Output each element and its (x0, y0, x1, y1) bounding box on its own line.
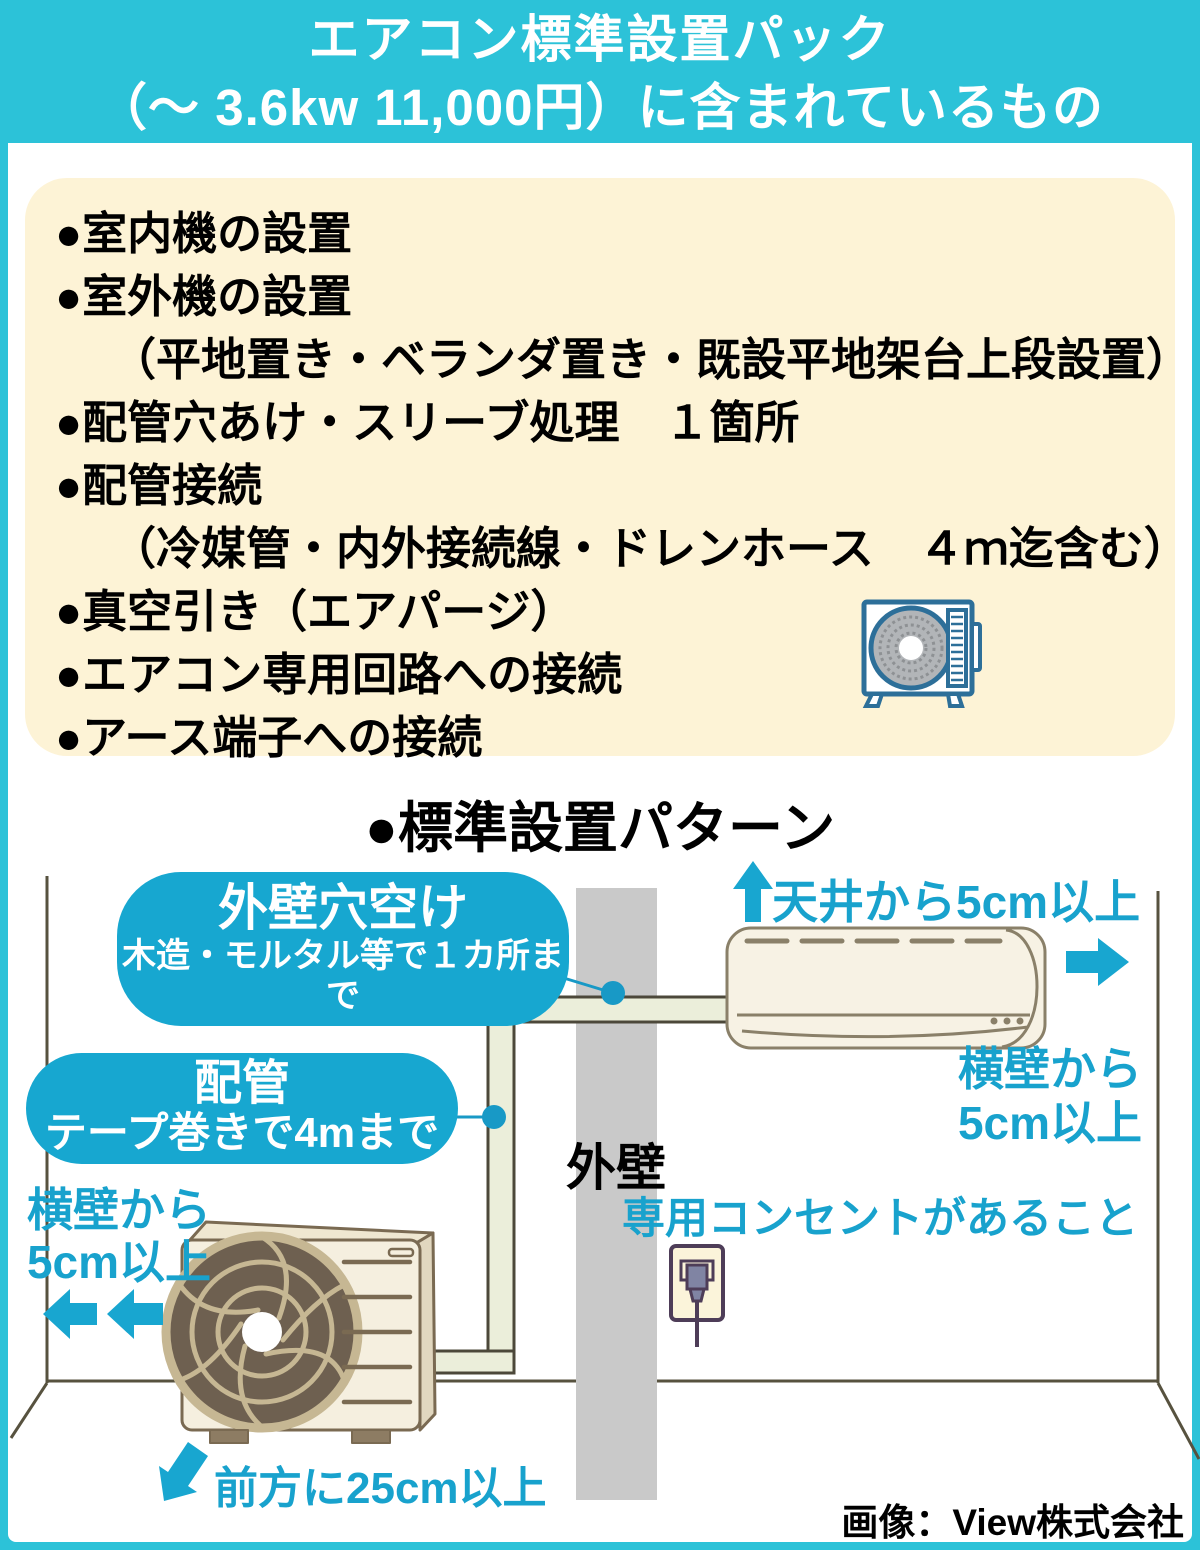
left-wall-clearance-label: 横壁から 5cm以上 (26, 1184, 212, 1288)
callout-piping: 配管 テープ巻きで4mまで (26, 1053, 458, 1164)
power-outlet-icon (669, 1244, 725, 1347)
list-item: （平地置き・ベランダ置き・既設平地架台上段設置） (111, 334, 1192, 385)
arrow-left-icon (43, 1289, 97, 1339)
list-item: ●真空引き（エアパージ） (55, 586, 576, 637)
ceiling-clearance-label: 天井から5cm以上 (772, 876, 1141, 928)
list-item: （冷媒管・内外接続線・ドレンホース ４ｍ迄含む） (111, 523, 1189, 574)
callout-title: 配管 (193, 1057, 290, 1110)
arrow-right-icon (1066, 938, 1129, 986)
arrow-up-icon (733, 861, 773, 922)
installation-diagram (9, 861, 1200, 1501)
clearance-arrows (43, 861, 1129, 1501)
label-line: 横壁から (27, 1184, 211, 1236)
outdoor-unit-illustration (161, 1220, 437, 1444)
outer-wall-label: 外壁 (566, 1140, 666, 1196)
callout-subtitle: テープ巻きで4mまで (44, 1109, 440, 1156)
image-credit: 画像：View株式会社 (841, 1502, 1184, 1543)
front-clearance-label: 前方に25cm以上 (214, 1464, 547, 1513)
dedicated-outlet-label: 専用コンセントがあること (622, 1195, 1138, 1243)
outdoor-unit-icon (861, 599, 982, 708)
callout-subtitle: 木造・モルタル等で１カ所まで (122, 937, 564, 1015)
label-line: 5cm以上 (957, 1097, 1143, 1149)
indoor-unit-illustration (725, 926, 1047, 1050)
label-line: 5cm以上 (26, 1236, 212, 1288)
header: エアコン標準設置パック （〜 3.6kw 11,000円）に含まれているもの (0, 5, 1200, 141)
section-title: ●標準設置パターン (364, 797, 836, 859)
callout-wall-hole: 外壁穴空け 木造・モルタル等で１カ所まで (117, 872, 569, 1026)
list-item: ●室内機の設置 (55, 208, 353, 259)
page-title-line2: （〜 3.6kw 11,000円）に含まれているもの (96, 79, 1104, 136)
callout-connectors (456, 970, 625, 1129)
label-line: 横壁から (958, 1043, 1142, 1095)
list-item: ●アース端子への接続 (55, 712, 483, 763)
list-item: ●室外機の設置 (55, 271, 353, 322)
callout-title: 外壁穴空け (218, 880, 468, 936)
list-item: ●配管穴あけ・スリーブ処理 １箇所 (55, 397, 800, 448)
page-title-line1: エアコン標準設置パック (308, 11, 892, 68)
list-item: ●エアコン専用回路への接続 (55, 649, 623, 700)
list-item: ●配管接続 (55, 460, 263, 511)
right-wall-clearance-label: 横壁から 5cm以上 (952, 1042, 1148, 1150)
arrow-down-left-icon (159, 1442, 208, 1501)
included-items-box: ●室内機の設置 ●室外機の設置 （平地置き・ベランダ置き・既設平地架台上段設置）… (25, 178, 1192, 763)
arrow-left-icon (107, 1289, 163, 1339)
